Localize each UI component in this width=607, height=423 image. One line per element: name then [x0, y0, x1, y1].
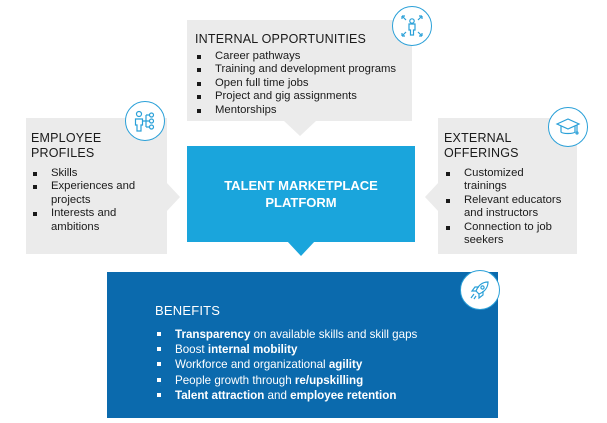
benefit-bold-tail: internal mobility: [207, 343, 298, 357]
benefit-text: Workforce and organizational: [175, 358, 329, 372]
list-item: Relevant educators and instructors: [444, 194, 569, 221]
employee-profiles-title: EMPLOYEE PROFILES: [31, 131, 167, 161]
external-offerings-title-line1: EXTERNAL: [444, 131, 512, 145]
benefit-bold-tail: employee retention: [290, 388, 397, 402]
platform-title-line1: TALENT MARKETPLACE: [224, 178, 378, 193]
internal-opportunities-list: Career pathways Training and development…: [195, 50, 412, 117]
list-item: Customized trainings: [444, 167, 569, 194]
list-item: Mentorships: [195, 104, 412, 117]
benefits-list: Transparency on available skills and ski…: [155, 327, 498, 403]
talent-marketplace-platform: TALENT MARKETPLACE PLATFORM: [187, 146, 415, 242]
employee-profiles-title-line1: EMPLOYEE: [31, 131, 102, 145]
employee-pointer: [166, 182, 180, 212]
internal-pointer: [283, 120, 317, 136]
list-item: Open full time jobs: [195, 77, 412, 90]
benefit-bold-lead: Talent attraction: [175, 388, 265, 402]
benefit-bold-lead: Transparency: [175, 328, 251, 341]
list-item: People growth through re/upskilling: [155, 373, 498, 388]
list-item: Connection to job seekers: [444, 221, 569, 248]
rocket-icon: [460, 270, 500, 310]
list-item: Interests and ambitions: [31, 207, 141, 234]
org-chart-icon: [125, 101, 165, 141]
benefit-text: Boost: [175, 343, 208, 357]
graduation-cap-icon: [548, 107, 588, 147]
external-offerings-title: EXTERNAL OFFERINGS: [444, 131, 577, 161]
list-item: Career pathways: [195, 50, 412, 63]
internal-opportunities-title: INTERNAL OPPORTUNITIES: [195, 32, 367, 46]
list-item: Training and development programs: [195, 63, 412, 76]
list-item: Skills: [31, 167, 141, 180]
external-offerings-list: Customized trainings Relevant educators …: [444, 167, 569, 247]
benefits-panel: BENEFITS Transparency on available skill…: [107, 272, 498, 418]
external-pointer: [425, 182, 439, 212]
employee-profiles-list: Skills Experiences and projects Interest…: [31, 167, 141, 234]
internal-opportunities-panel: INTERNAL OPPORTUNITIES Career pathways T…: [187, 20, 412, 121]
platform-pointer: [287, 241, 315, 256]
person-arrows-icon: [392, 6, 432, 46]
list-item: Talent attraction and employee retention: [155, 388, 498, 403]
list-item: Transparency on available skills and ski…: [155, 327, 498, 342]
list-item: Project and gig assignments: [195, 90, 412, 103]
benefit-text: and: [264, 388, 291, 402]
benefit-text: People growth through: [175, 373, 295, 387]
benefits-title: BENEFITS: [155, 303, 221, 318]
external-offerings-title-line2: OFFERINGS: [444, 146, 519, 160]
benefit-bold-tail: re/upskilling: [294, 373, 364, 387]
benefit-text: on available skills and skill gaps: [250, 328, 418, 341]
list-item: Experiences and projects: [31, 180, 141, 207]
list-item: Workforce and organizational agility: [155, 357, 498, 372]
employee-profiles-title-line2: PROFILES: [31, 146, 95, 160]
platform-title-line2: PLATFORM: [265, 195, 337, 210]
list-item: Boost internal mobility: [155, 342, 498, 357]
benefit-bold-tail: agility: [328, 358, 363, 372]
